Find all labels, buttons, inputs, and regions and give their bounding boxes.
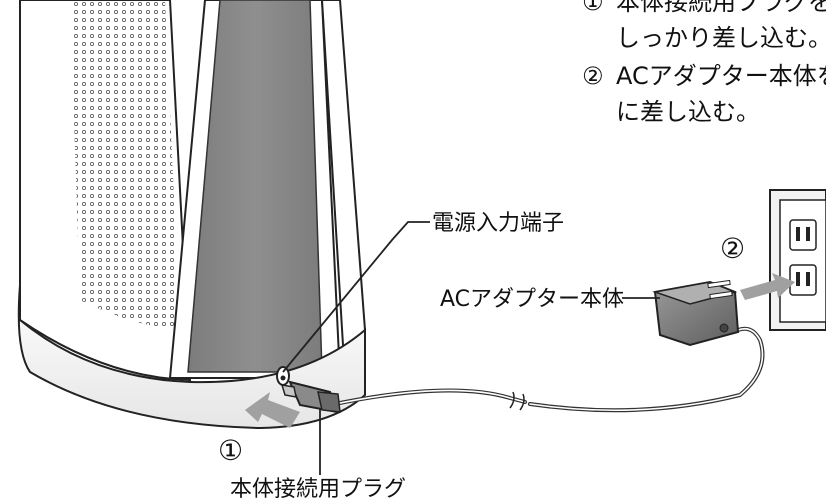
outlet-socket-upper[interactable] bbox=[789, 219, 817, 251]
device-plug[interactable] bbox=[280, 380, 341, 414]
label-power-input: 電源入力端子 bbox=[432, 211, 564, 236]
device-body bbox=[17, 0, 367, 430]
power-input-port[interactable] bbox=[276, 366, 290, 386]
instruction-1-marker: ① bbox=[582, 0, 604, 16]
instructions: ① 本体接続用プラグを しっかり差し込む。 ② ACアダプター本体を に差し込む… bbox=[582, 0, 826, 126]
speaker-grille bbox=[70, 0, 180, 330]
cable-inner bbox=[329, 327, 764, 412]
step-marker-2: ② bbox=[720, 232, 745, 265]
instruction-2-line1: ACアダプター本体を bbox=[616, 62, 826, 90]
wall-outlet[interactable] bbox=[769, 189, 826, 331]
insert-arrow-1 bbox=[245, 392, 300, 428]
step-marker-1: ① bbox=[218, 434, 243, 467]
label-ac-adapter: ACアダプター本体 bbox=[440, 287, 624, 312]
instruction-1-line2: しっかり差し込む。 bbox=[616, 24, 826, 52]
instruction-2-line2: に差し込む。 bbox=[616, 98, 760, 126]
outlet-socket-lower[interactable] bbox=[789, 264, 817, 296]
cable-break-mark bbox=[509, 391, 525, 411]
leader-power-input bbox=[282, 221, 430, 373]
label-plug: 本体接続用プラグ bbox=[230, 477, 406, 502]
instruction-2-marker: ② bbox=[582, 62, 604, 90]
ac-adapter[interactable] bbox=[652, 279, 740, 347]
instruction-1-line1: 本体接続用プラグを bbox=[616, 0, 826, 16]
insert-arrow-2 bbox=[740, 273, 795, 300]
